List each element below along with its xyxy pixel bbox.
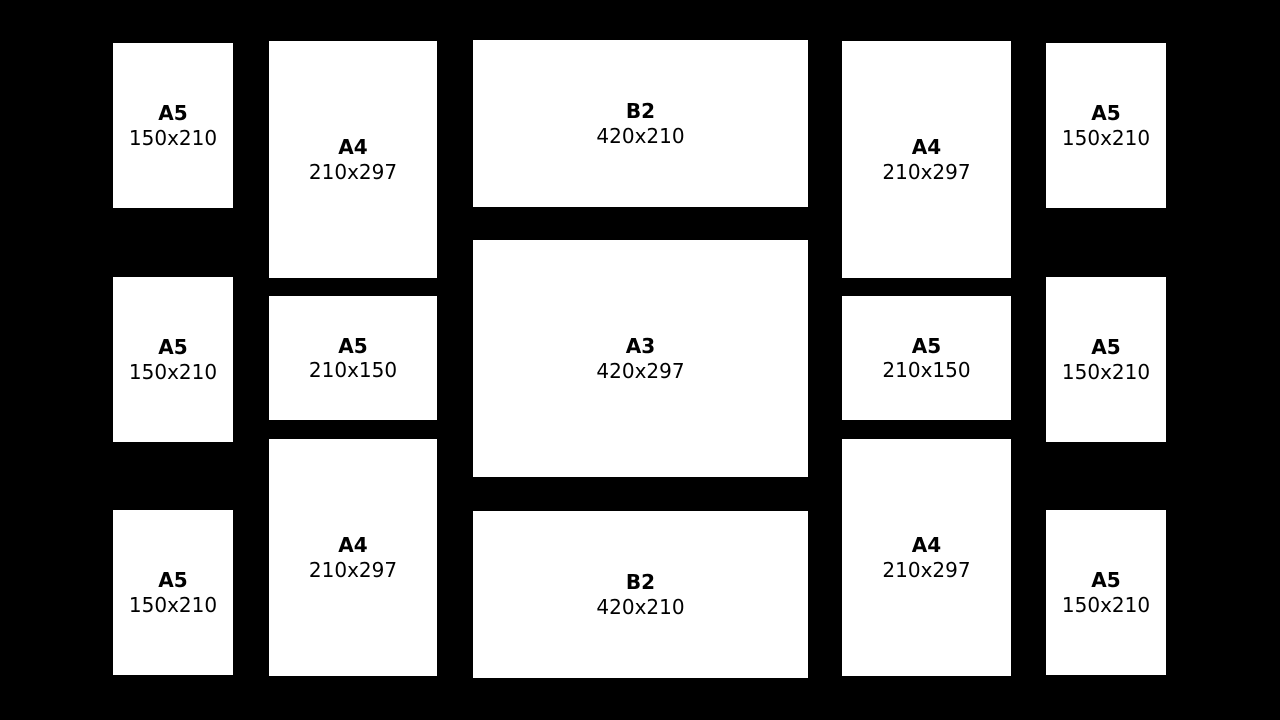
- sheet-name-label: B2: [625, 570, 656, 595]
- sheet-name-label: A5: [158, 335, 188, 360]
- sheet-name-label: A4: [911, 135, 942, 160]
- sheet-dimensions-label: 150x210: [1061, 592, 1151, 617]
- sheet-name-label: A5: [158, 101, 188, 126]
- sheet-name-label: A4: [338, 135, 368, 160]
- sheet-dimensions-label: 210x297: [882, 159, 971, 184]
- sheet-dimensions-label: 210x297: [308, 159, 398, 184]
- sheet-dimensions-label: 420x210: [596, 594, 685, 619]
- sheet-dimensions-label: 150x210: [1061, 359, 1151, 384]
- sheet-dimensions-label: 150x210: [128, 592, 218, 617]
- sheet-name-label: A5: [1091, 101, 1121, 126]
- sheet-dimensions-label: 420x297: [596, 358, 685, 383]
- sheet-dimensions-label: 210x150: [308, 358, 398, 382]
- sheet-name-label: A3: [625, 334, 656, 359]
- sheet-name-label: A5: [158, 568, 188, 593]
- sheet-dimensions-label: 420x210: [596, 123, 685, 148]
- sheet-name-label: A5: [338, 333, 368, 358]
- sheet-name-label: A5: [1091, 335, 1121, 360]
- sheet-dimensions-label: 150x210: [128, 125, 218, 150]
- sheet-dimensions-label: 210x297: [882, 557, 971, 582]
- sheet-name-label: A5: [911, 333, 942, 358]
- sheet-name-label: B2: [625, 99, 656, 124]
- sheet-dimensions-label: 150x210: [1061, 125, 1151, 150]
- sheet-name-label: A4: [338, 533, 368, 558]
- sheet-name-label: A5: [1091, 568, 1121, 593]
- sheet-dimensions-label: 150x210: [128, 359, 218, 384]
- sheet-dimensions-label: 210x150: [882, 358, 971, 382]
- sheet-dimensions-label: 210x297: [308, 557, 398, 582]
- sheet-name-label: A4: [911, 533, 942, 558]
